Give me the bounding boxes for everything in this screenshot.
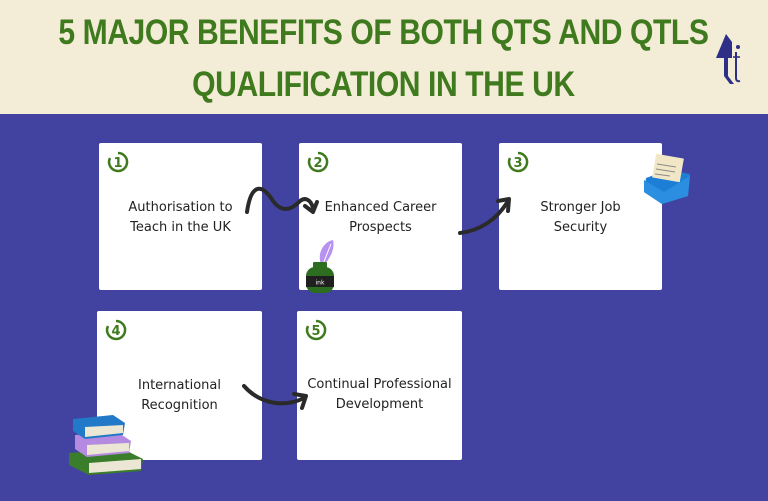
envelope-letter-icon xyxy=(642,152,692,204)
arrow-1-to-2-icon xyxy=(243,180,323,220)
number-3-badge: 3 xyxy=(507,151,529,173)
svg-text:5: 5 xyxy=(311,324,320,339)
svg-text:3: 3 xyxy=(513,156,522,171)
svg-text:1: 1 xyxy=(113,156,122,171)
number-4-badge: 4 xyxy=(105,319,127,341)
number-2-badge: 2 xyxy=(307,151,329,173)
svg-text:2: 2 xyxy=(313,156,322,171)
svg-text:ink: ink xyxy=(316,280,325,287)
number-5-badge: 5 xyxy=(305,319,327,341)
page-title-line-2: QUALIFICATION IN THE UK xyxy=(192,65,575,104)
tt-logo-icon xyxy=(712,32,746,88)
arrow-4-to-5-icon xyxy=(240,380,312,414)
header-banner: 5 MAJOR BENEFITS OF BOTH QTS AND QTLS QU… xyxy=(0,0,768,114)
page-title-line-1: 5 MAJOR BENEFITS OF BOTH QTS AND QTLS xyxy=(58,13,709,52)
book-stack-icon xyxy=(67,413,147,475)
arrow-2-to-3-icon xyxy=(458,195,514,237)
svg-text:4: 4 xyxy=(111,324,120,339)
ink-bottle-quill-icon: ink xyxy=(303,238,337,296)
number-1-badge: 1 xyxy=(107,151,129,173)
